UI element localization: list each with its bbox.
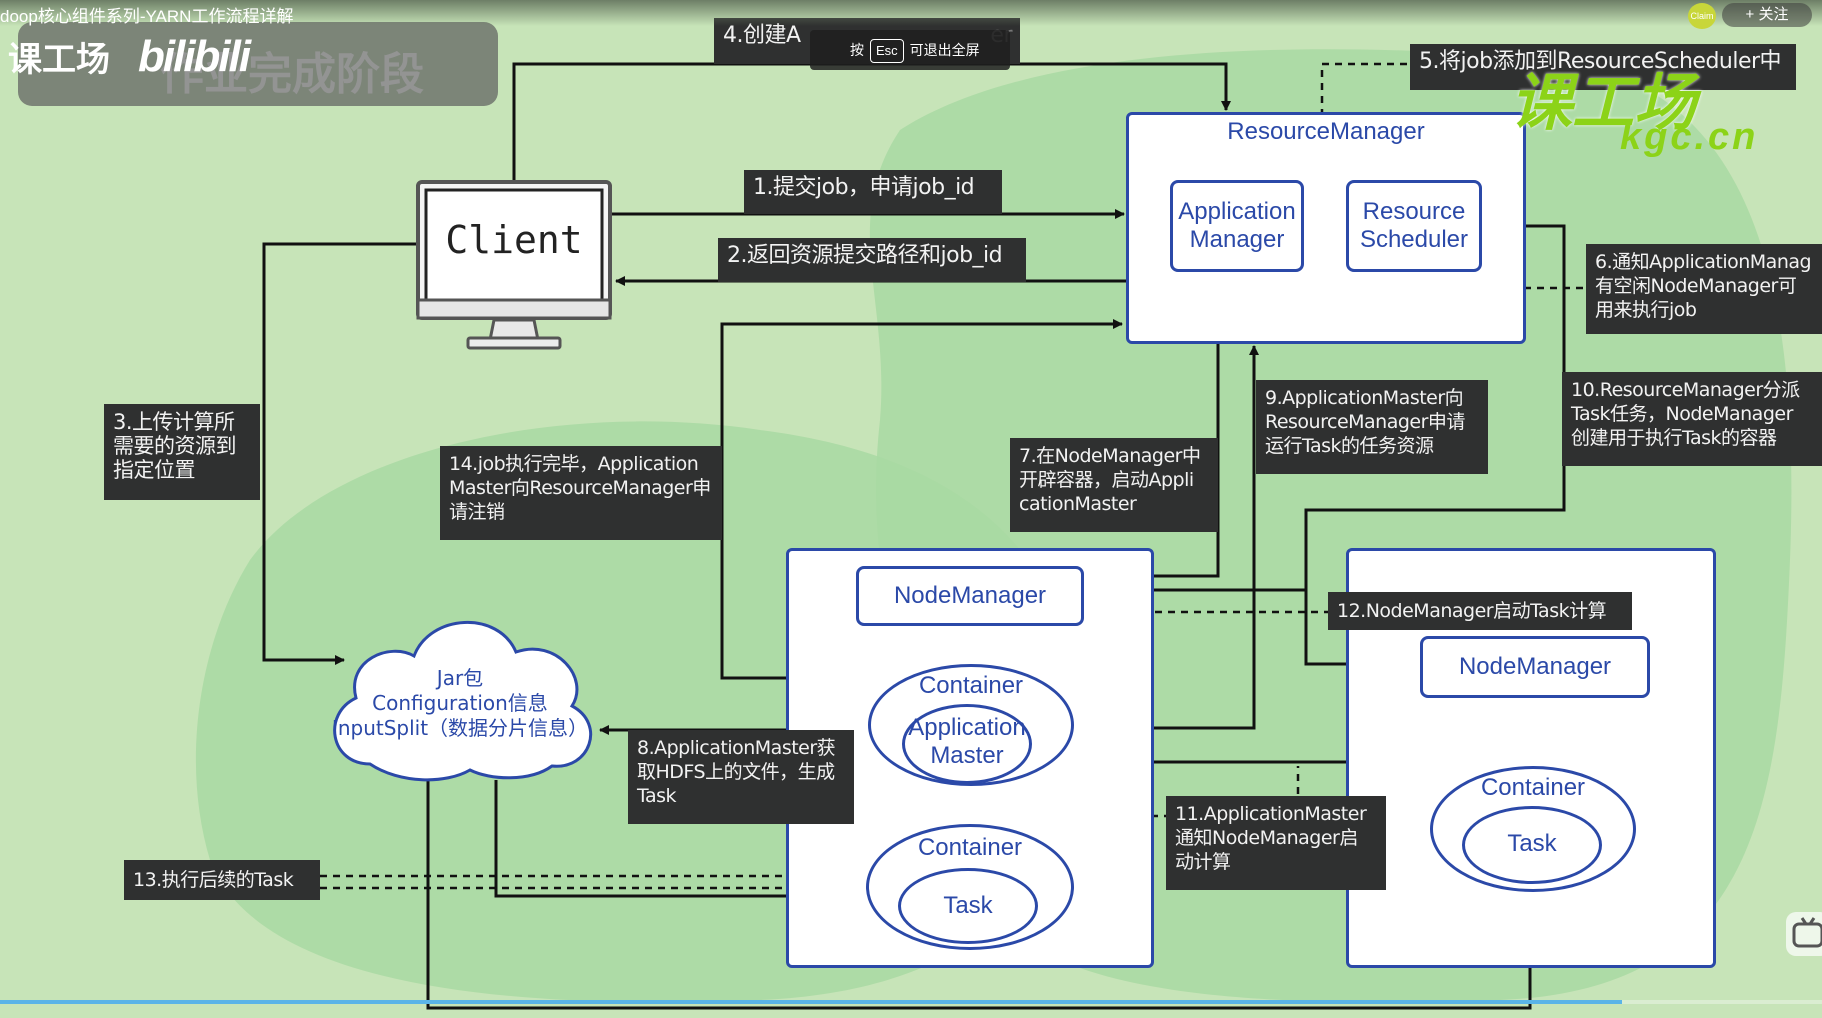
step-9-label: 9.ApplicationMaster向 ResourceManager申请 运… bbox=[1256, 380, 1488, 474]
step-14-label: 14.job执行完毕，Application Master向ResourceMa… bbox=[440, 446, 722, 540]
application-master-line2: Master bbox=[930, 742, 1004, 769]
step-3-line1: 3.上传计算所 bbox=[113, 410, 235, 434]
client-monitor-icon bbox=[416, 180, 612, 350]
tv-icon-glyph bbox=[1792, 917, 1822, 948]
uploader-avatar[interactable]: Claim bbox=[1688, 3, 1716, 29]
client-label: Client bbox=[445, 218, 583, 262]
esc-key-icon: Esc bbox=[870, 39, 904, 63]
step-8-line3: Task bbox=[637, 785, 677, 807]
kgc-url: kgc.cn bbox=[1620, 116, 1759, 158]
application-manager-line1: Application bbox=[1178, 198, 1296, 225]
cloud-text: Jar包 Configuration信息 InputSplit（数据分片信息） bbox=[322, 666, 598, 741]
resource-manager-title: ResourceManager bbox=[1227, 118, 1425, 145]
step-11-line3: 动计算 bbox=[1175, 851, 1231, 873]
application-manager-line2: Manager bbox=[1189, 226, 1285, 253]
step-10-line2: Task任务，NodeManager bbox=[1571, 403, 1793, 425]
step-3-line3: 指定位置 bbox=[113, 458, 196, 482]
task-1-ellipse bbox=[898, 868, 1038, 944]
step-10-line1: 10.ResourceManager分派 bbox=[1571, 379, 1800, 401]
step-8-line2: 取HDFS上的文件，生成 bbox=[637, 761, 835, 783]
follow-button[interactable]: + 关注 bbox=[1722, 3, 1812, 27]
step-14-line2: Master向ResourceManager申 bbox=[449, 477, 711, 499]
step-14-line3: 请注销 bbox=[449, 501, 505, 523]
video-title: doop核心组件系列-YARN工作流程详解 bbox=[0, 7, 294, 26]
step-3-line2: 需要的资源到 bbox=[113, 434, 237, 458]
container-am-label: Container bbox=[918, 672, 1024, 699]
step-10-label: 10.ResourceManager分派 Task任务，NodeManager … bbox=[1562, 372, 1822, 466]
watermark-left: 课工场 bbox=[8, 41, 110, 79]
step-14-line1: 14.job执行完毕，Application bbox=[449, 453, 699, 475]
kgc-logo: 课工场 bbox=[1510, 69, 1697, 138]
step-5-label: 5.将job添加到ResourceScheduler中 bbox=[1410, 44, 1796, 90]
step-12-label: 12.NodeManager启动Task计算 bbox=[1328, 592, 1632, 630]
step-9-line1: 9.ApplicationMaster向 bbox=[1265, 387, 1464, 409]
player-top-bar bbox=[0, 0, 1822, 26]
container-task-1-label: Container bbox=[917, 834, 1023, 861]
phase-title: 作业完成阶段 bbox=[160, 50, 424, 99]
resource-scheduler-box: Resource Scheduler bbox=[1346, 180, 1482, 272]
step-11-label: 11.ApplicationMaster 通知NodeManager启 动计算 bbox=[1166, 796, 1386, 890]
node-manager-1-label: NodeManager bbox=[893, 582, 1047, 609]
video-progress-fill bbox=[0, 1000, 1622, 1004]
step-6-label: 6.通知ApplicationManag 有空闲NodeManager可 用来执… bbox=[1586, 244, 1822, 334]
step-13-label: 13.执行后续的Task bbox=[124, 860, 320, 900]
cloud-icon bbox=[333, 620, 592, 782]
task-2-ellipse bbox=[1462, 806, 1602, 884]
step-6-line2: 有空闲NodeManager可 bbox=[1595, 275, 1797, 297]
resource-scheduler-line1: Resource bbox=[1362, 198, 1466, 225]
node-manager-1-box: NodeManager bbox=[856, 566, 1084, 626]
application-master-ellipse bbox=[902, 704, 1032, 784]
container-task-2-label: Container bbox=[1480, 774, 1586, 801]
esc-tip-prefix: 按 bbox=[850, 42, 864, 58]
step-2-label: 2.返回资源提交路径和job_id bbox=[718, 238, 1026, 282]
node-manager-2-box: NodeManager bbox=[1420, 636, 1650, 698]
fullscreen-exit-tip: 按 Esc 可退出全屏 bbox=[810, 30, 1010, 70]
step-11-line2: 通知NodeManager启 bbox=[1175, 827, 1358, 849]
step-7-line3: cationMaster bbox=[1019, 493, 1137, 515]
bilibili-tv-icon[interactable] bbox=[1786, 912, 1822, 956]
step-8-line1: 8.ApplicationMaster获 bbox=[637, 737, 836, 759]
step-6-line3: 用来执行job bbox=[1595, 299, 1697, 321]
step-9-line3: 运行Task的任务资源 bbox=[1265, 435, 1434, 457]
esc-tip-suffix: 可退出全屏 bbox=[909, 42, 980, 58]
step-10-line3: 创建用于执行Task的容器 bbox=[1571, 427, 1777, 449]
step-1-label: 1.提交job，申请job_id bbox=[744, 170, 1002, 214]
step-8-label: 8.ApplicationMaster获 取HDFS上的文件，生成 Task bbox=[628, 730, 854, 824]
video-progress-bar[interactable] bbox=[0, 1000, 1822, 1004]
step-4-text: 4.创建A bbox=[723, 23, 801, 48]
step-7-label: 7.在NodeManager中 开辟容器，启动Appli cationMaste… bbox=[1010, 438, 1218, 532]
cloud-line-inputsplit: InputSplit（数据分片信息） bbox=[331, 716, 589, 740]
resource-scheduler-line2: Scheduler bbox=[1359, 226, 1469, 253]
task-2-label: Task bbox=[1507, 830, 1557, 857]
bilibili-logo: bilibili bbox=[138, 32, 251, 81]
step-11-line1: 11.ApplicationMaster bbox=[1175, 803, 1367, 825]
application-master-line1: Application bbox=[908, 714, 1026, 741]
phase-banner bbox=[18, 22, 498, 106]
step-6-line1: 6.通知ApplicationManag bbox=[1595, 251, 1812, 273]
step-3-label: 3.上传计算所 需要的资源到 指定位置 bbox=[104, 404, 260, 500]
step-7-line2: 开辟容器，启动Appli bbox=[1019, 469, 1194, 491]
cloud-line-jar: Jar包 bbox=[436, 666, 484, 690]
node-manager-2-label: NodeManager bbox=[1458, 653, 1612, 680]
step-7-line1: 7.在NodeManager中 bbox=[1019, 445, 1201, 467]
step-9-line2: ResourceManager申请 bbox=[1265, 411, 1465, 433]
cloud-line-config: Configuration信息 bbox=[372, 691, 548, 715]
application-manager-box: Application Manager bbox=[1170, 180, 1304, 272]
application-master-label: Application Master bbox=[902, 714, 1032, 770]
task-1-label: Task bbox=[943, 892, 993, 919]
